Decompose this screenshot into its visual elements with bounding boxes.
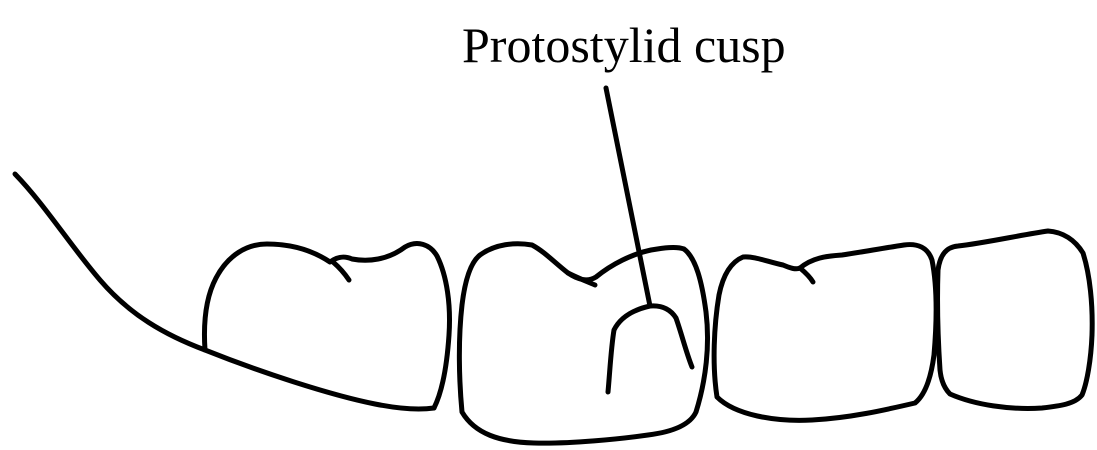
tooth-1 <box>204 244 449 408</box>
leader-line <box>606 88 650 306</box>
tooth-4 <box>938 231 1093 408</box>
protostylid-cusp-label: Protostylid cusp <box>462 17 786 73</box>
protostylid-cusp <box>608 306 692 392</box>
tooth-1-fissure <box>333 262 349 280</box>
tooth-2 <box>459 244 707 443</box>
gum-line <box>15 174 434 409</box>
tooth-3-fissure <box>800 268 813 282</box>
tooth-3 <box>714 245 936 421</box>
